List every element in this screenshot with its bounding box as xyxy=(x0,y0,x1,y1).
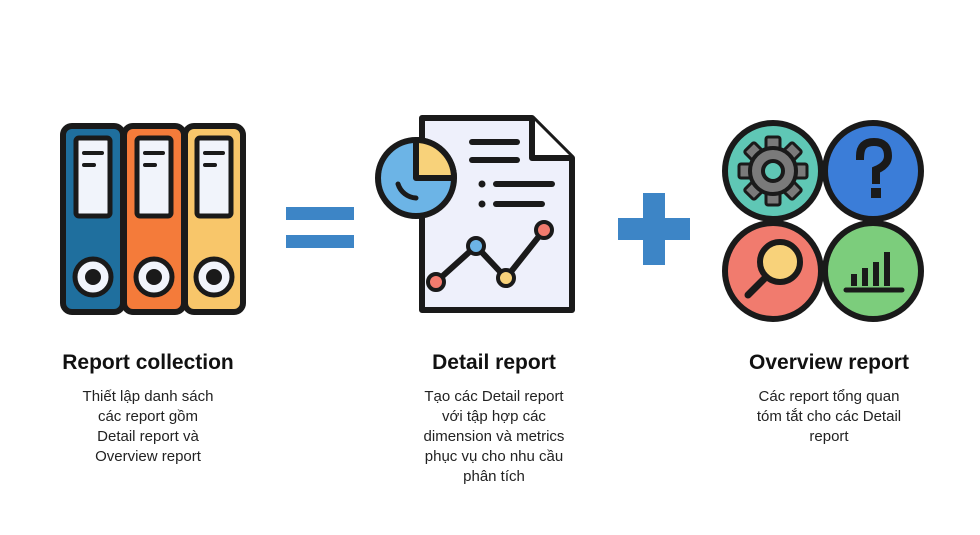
search-icon xyxy=(722,220,824,322)
binders-icon xyxy=(58,120,248,320)
detail-report-title: Detail report xyxy=(432,351,556,374)
gear-icon xyxy=(722,120,824,222)
question-icon xyxy=(822,120,924,222)
report-document-icon xyxy=(372,112,582,322)
overview-report-title: Overview report xyxy=(749,351,909,374)
plus-icon xyxy=(618,193,690,265)
detail-report-description: Tạo các Detail report với tập hợp các di… xyxy=(423,388,565,485)
report-collection-description: Thiết lập danh sách các report gồm Detai… xyxy=(82,388,214,465)
overview-grid-icon xyxy=(720,118,926,324)
overview-report-description: Các report tổng quan tóm tắt cho các Det… xyxy=(756,388,902,445)
equals-icon xyxy=(286,207,354,251)
report-collection-title: Report collection xyxy=(62,351,234,374)
bar-chart-icon xyxy=(822,220,924,322)
